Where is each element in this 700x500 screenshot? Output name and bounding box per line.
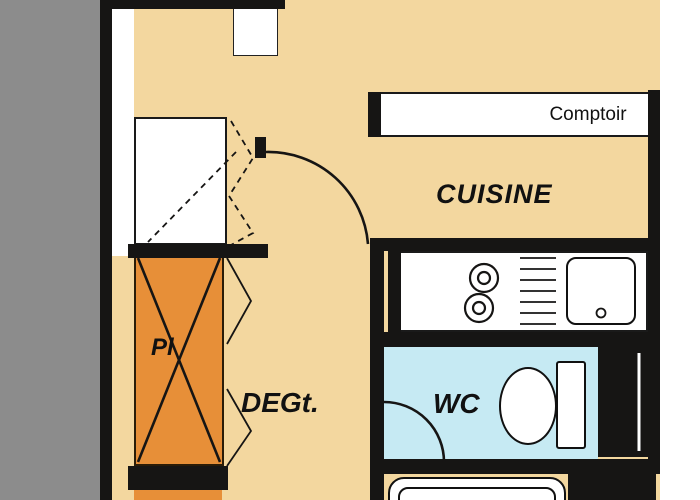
hallway-label: DEGt.	[241, 387, 319, 418]
wall-under-cabinet	[128, 244, 268, 258]
top-cabinet-square	[233, 8, 278, 56]
sink	[566, 257, 636, 325]
bathtub-inner	[398, 487, 556, 500]
wc-label: WC	[433, 388, 480, 419]
ventilation-shaft	[598, 347, 648, 457]
wall-left	[100, 0, 112, 500]
toilet-bowl	[499, 367, 557, 445]
scan-margin-left	[0, 0, 100, 500]
closet-label: Pl	[151, 334, 174, 361]
wall-kitchen-top	[370, 238, 660, 251]
toilet-tank	[556, 361, 586, 449]
counter-end-cap	[368, 92, 381, 137]
wall-top	[100, 0, 285, 9]
wall-bottom-right	[568, 466, 656, 500]
counter-label: Comptoir	[549, 104, 627, 125]
closet	[134, 255, 224, 466]
entry-white-strip	[112, 0, 134, 256]
counter-bar	[368, 92, 650, 137]
wall-right	[648, 90, 660, 472]
kitchen-label: CUISINE	[436, 179, 553, 209]
wall-closet-bottom	[128, 466, 228, 490]
closet-bottom-orange	[134, 490, 222, 500]
wardrobe-cabinet	[134, 117, 227, 245]
wall-kitchen-bottom	[370, 332, 660, 347]
worktop-end-cap	[388, 251, 401, 332]
wall-center-vertical	[370, 238, 384, 500]
